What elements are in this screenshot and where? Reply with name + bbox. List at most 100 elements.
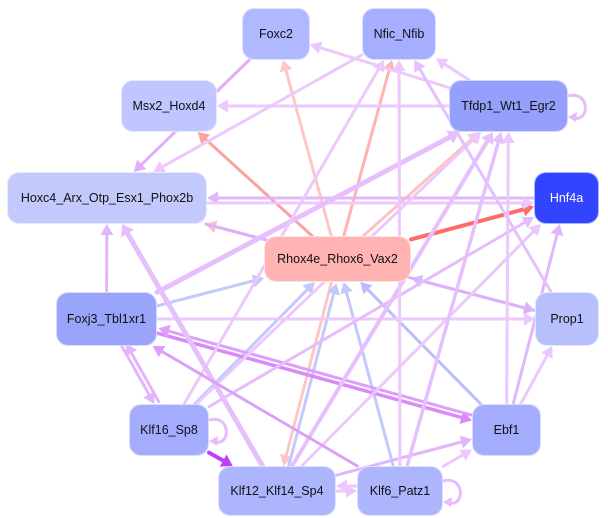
edge-line xyxy=(361,137,473,238)
arrowhead xyxy=(360,282,373,295)
edge-hoxc4-to-hnf4a xyxy=(205,196,534,210)
arrowhead xyxy=(302,282,315,295)
edge-klf12-to-tfdp1 xyxy=(290,132,494,468)
arrowhead xyxy=(550,224,564,237)
edge-klf16-to-foxj3 xyxy=(125,343,161,404)
arrowhead xyxy=(524,312,535,326)
edge-line xyxy=(155,279,255,308)
arrowhead xyxy=(443,497,452,507)
edge-line xyxy=(286,292,336,469)
arrowhead xyxy=(310,41,323,54)
arrowhead xyxy=(459,435,472,449)
node-hoxc4-arx-otp-esx1-phox2b[interactable]: Hoxc4_Arx_Otp_Esx1_Phox2b xyxy=(7,172,207,224)
edge-line xyxy=(284,69,333,238)
arrowhead xyxy=(219,454,233,467)
edge-ebf1-to-prop1 xyxy=(519,346,553,406)
edge-tfdp1-to-nfic xyxy=(436,58,471,82)
node-klf6-patz1[interactable]: Klf6_Patz1 xyxy=(357,466,443,516)
edge-line xyxy=(505,141,510,406)
edge-klf12-to-klf6 xyxy=(334,484,357,498)
arrowhead xyxy=(327,283,340,296)
edge-klf6-to-foxj3 xyxy=(152,345,359,468)
arrowhead xyxy=(568,112,577,122)
arrowhead xyxy=(521,216,534,229)
node-prop1[interactable]: Prop1 xyxy=(535,292,599,346)
node-nfic-nfib[interactable]: Nfic_Nfib xyxy=(362,8,436,60)
arrowhead xyxy=(152,345,166,358)
node-ebf1[interactable]: Ebf1 xyxy=(472,404,541,456)
arrowhead xyxy=(125,343,138,357)
arrowhead xyxy=(501,132,515,144)
edge-line xyxy=(125,231,265,469)
arrowhead xyxy=(207,191,218,205)
arrowhead xyxy=(346,484,357,498)
edge-line xyxy=(405,140,500,468)
edge-line xyxy=(204,137,314,238)
arrowhead xyxy=(541,346,553,359)
node-rhox4e-rhox6-vax2[interactable]: Rhox4e_Rhox6_Vax2 xyxy=(264,236,411,282)
arrowhead xyxy=(217,99,228,113)
edge-foxj3-to-rhox xyxy=(155,274,264,308)
arrowhead xyxy=(336,479,347,493)
edge-line xyxy=(207,221,526,409)
arrowhead xyxy=(523,196,534,210)
edge-klf12-to-hnf4a xyxy=(300,224,541,468)
edge-line xyxy=(155,331,464,420)
arrowhead xyxy=(481,132,494,146)
node-klf16-sp8[interactable]: Klf16_Sp8 xyxy=(129,404,209,456)
edge-klf6-to-klf12 xyxy=(336,479,359,493)
edge-line xyxy=(300,230,535,468)
edge-tfdp1-to-tfdp1 xyxy=(567,93,587,122)
arrowhead xyxy=(197,132,211,145)
edge-line xyxy=(441,453,464,468)
edge-ebf1-to-tfdp1 xyxy=(501,132,515,406)
edge-line xyxy=(418,67,553,294)
edge-klf12-to-rhox xyxy=(286,283,340,469)
edge-klf16-to-klf12 xyxy=(207,450,233,467)
edge-klf16-to-hnf4a xyxy=(207,216,534,409)
arrowhead xyxy=(153,160,167,173)
edge-klf12-to-hoxc4 xyxy=(121,224,265,469)
edge-line xyxy=(160,350,359,468)
arrowhead xyxy=(143,391,155,404)
edge-rhox-to-foxc2 xyxy=(279,60,333,238)
edge-klf16-to-klf16 xyxy=(208,417,228,446)
arrowhead xyxy=(158,324,171,338)
arrowhead xyxy=(340,282,353,295)
edge-line xyxy=(519,354,549,406)
arrowhead xyxy=(279,60,293,73)
arrowhead xyxy=(491,132,505,145)
edge-line xyxy=(290,139,490,468)
edge-line xyxy=(207,450,226,463)
node-msx2-hoxd4[interactable]: Msx2_Hoxd4 xyxy=(121,80,217,132)
node-hnf4a[interactable]: Hnf4a xyxy=(534,172,599,224)
edge-klf6-to-tfdp1 xyxy=(405,132,505,468)
arrowhead xyxy=(468,132,482,145)
edge-nfic-to-hoxc4 xyxy=(153,53,364,173)
arrowhead xyxy=(100,224,114,236)
edge-ebf1-to-rhox xyxy=(360,282,483,406)
node-tfdp1-wt1-egr2[interactable]: Tfdp1_Wt1_Egr2 xyxy=(449,80,568,132)
arrowhead xyxy=(392,60,406,72)
edge-klf6-to-klf6 xyxy=(442,478,462,507)
edge-line xyxy=(443,62,471,82)
arrowhead xyxy=(372,60,384,73)
arrowhead xyxy=(528,224,541,237)
edge-line xyxy=(129,351,161,404)
node-klf12-klf14-sp4[interactable]: Klf12_Klf14_Sp4 xyxy=(218,466,336,516)
edge-klf6-to-ebf1 xyxy=(441,449,472,468)
arrowhead xyxy=(133,159,147,172)
edge-tfdp1-to-msx2 xyxy=(217,99,451,113)
node-foxc2[interactable]: Foxc2 xyxy=(242,8,310,60)
node-foxj3-tbl1xr1[interactable]: Foxj3_Tbl1xr1 xyxy=(56,292,157,346)
edge-line xyxy=(120,344,151,396)
arrowhead xyxy=(522,301,535,315)
arrowhead xyxy=(459,449,472,461)
edge-foxj3-to-hoxc4 xyxy=(100,224,114,294)
edge-line xyxy=(161,53,364,169)
edge-foxj3-to-ebf1 xyxy=(155,331,472,424)
arrowhead xyxy=(414,60,426,73)
arrowhead xyxy=(280,453,293,466)
arrowhead xyxy=(436,58,449,70)
